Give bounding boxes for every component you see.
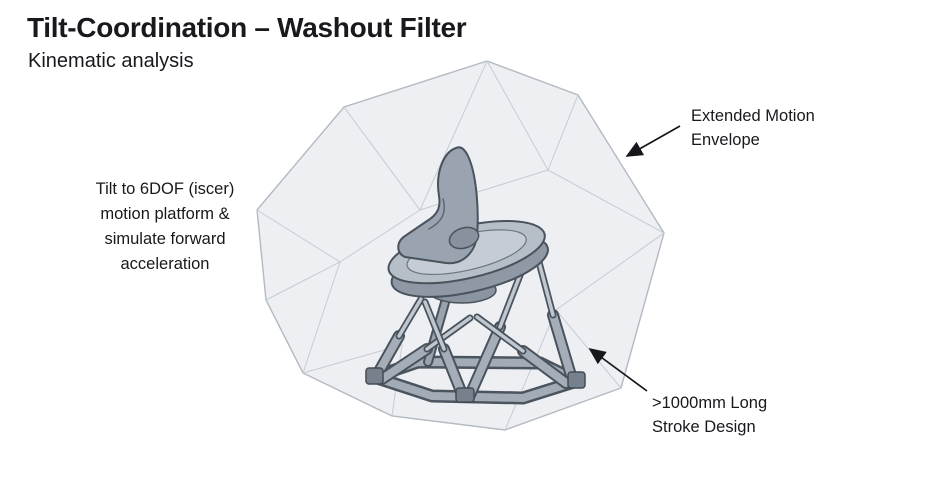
pilot-seat <box>397 146 480 265</box>
hexapod-motion-platform <box>365 146 586 405</box>
annotation-line: Tilt to 6DOF (iscer) <box>95 180 235 198</box>
annotation-line: Extended Motion <box>691 107 815 125</box>
page-title: Tilt-Coordination – Washout Filter <box>27 12 467 43</box>
page-subtitle: Kinematic analysis <box>28 50 194 72</box>
annotation-long-stroke-design: >1000mm Long Stroke Design <box>652 391 767 439</box>
hexapod-base-joints <box>365 367 586 403</box>
annotation-line: Envelope <box>691 131 760 149</box>
annotation-extended-motion-envelope: Extended Motion Envelope <box>691 104 815 152</box>
annotation-line: acceleration <box>120 255 210 273</box>
annotation-line: motion platform & <box>100 205 230 223</box>
envelope-callout-arrow <box>625 125 681 157</box>
envelope-facet-lines <box>256 60 665 431</box>
annotation-line: simulate forward <box>104 230 226 248</box>
annotation-line: Stroke Design <box>652 418 756 436</box>
long-stroke-callout-arrow <box>588 347 648 392</box>
annotation-line: >1000mm Long <box>652 394 768 412</box>
annotation-tilt-note: Tilt to 6DOF (iscer) motion platform & s… <box>58 177 272 277</box>
